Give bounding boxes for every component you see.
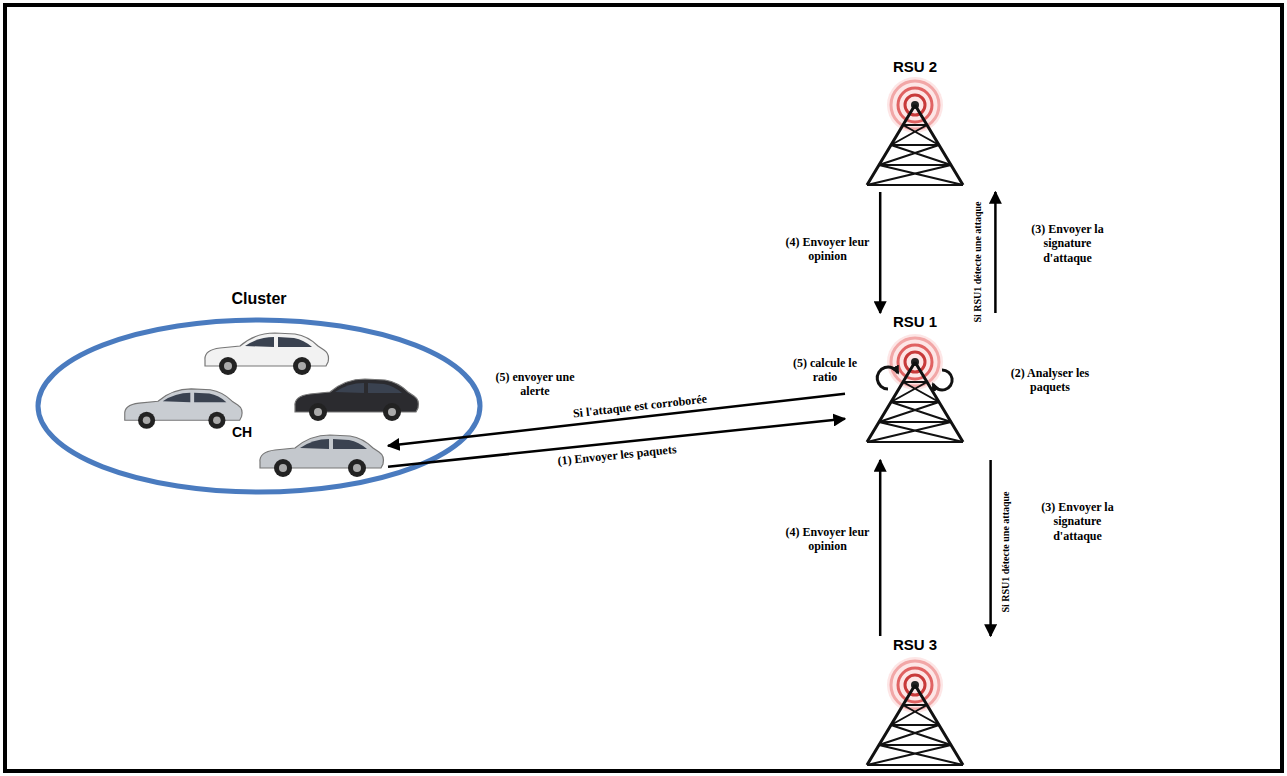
step-label: (2) Analyser les paquets (1010, 366, 1090, 395)
edge-label: (5) envoyer une alerte (485, 370, 585, 399)
step-label: (5) calcule le ratio (785, 356, 865, 385)
rsu-station: RSU 3 (845, 636, 1005, 760)
edge-label: (4) Envoyer leur opinion (785, 235, 870, 264)
condition-note: Si RSU1 détecte une attaque (1000, 482, 1012, 622)
node-label: RSU 2 (845, 58, 985, 75)
cluster-head: CH (228, 424, 388, 476)
car (125, 389, 242, 429)
message-arrow (879, 460, 882, 636)
condition-note: Si RSU1 détecte une attaque (972, 192, 984, 332)
rsu-station: RSU 1 (845, 313, 1005, 460)
rsu-tower (867, 334, 963, 442)
rsu-station: RSU 2 (845, 58, 1005, 192)
edge-label: (3) Envoyer la signature d'attaque (1020, 222, 1115, 265)
condition-note: Si l'attaque est corroborée (540, 388, 740, 425)
node-label: RSU 3 (845, 636, 985, 653)
node-label: CH (232, 424, 292, 440)
node-label: Cluster (38, 290, 480, 308)
node-label: RSU 1 (845, 313, 985, 330)
edge-label: (4) Envoyer leur opinion (785, 525, 870, 554)
message-arrow (994, 192, 997, 313)
edge-label: (3) Envoyer la signature d'attaque (1030, 500, 1125, 543)
edge-label: (1) Envoyer les paquets (517, 438, 717, 472)
car (295, 379, 419, 421)
cluster-group: ClusterCH (38, 290, 482, 492)
rsu-tower (867, 657, 963, 765)
loop-arrow (877, 367, 898, 389)
car (260, 435, 384, 477)
cluster-ellipse (38, 320, 480, 492)
message-arrow (989, 460, 992, 636)
message-arrow (879, 192, 882, 313)
car (205, 333, 329, 375)
rsu-tower (867, 77, 963, 185)
frame (5, 5, 1282, 771)
loop-arrow (933, 370, 952, 390)
